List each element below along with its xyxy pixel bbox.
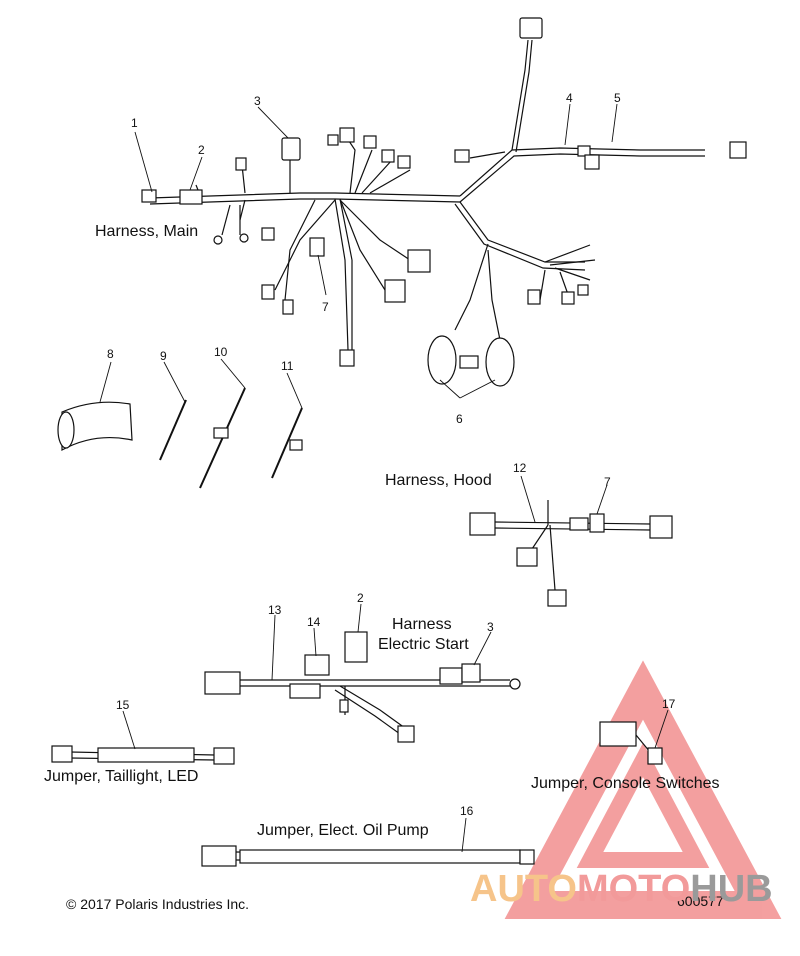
callout-2: 2 — [198, 143, 205, 157]
callout-16: 16 — [460, 804, 474, 818]
figure-number: 600577 — [677, 893, 724, 909]
callout-10: 10 — [214, 345, 228, 359]
item-8-sleeve — [57, 401, 133, 452]
watermark-auto: AUTO — [470, 868, 577, 910]
harness-electric-start — [204, 631, 521, 743]
label-jumper-console: Jumper, Console Switches — [531, 775, 720, 792]
callout-7: 7 — [322, 300, 329, 314]
callout-17: 17 — [662, 697, 676, 711]
callout-6: 6 — [456, 412, 463, 426]
callout-3b: 3 — [487, 620, 494, 634]
watermark-hub: HUB — [690, 868, 773, 910]
jumper-taillight — [51, 745, 235, 765]
callout-12: 12 — [513, 461, 527, 475]
callout-3: 3 — [254, 94, 261, 108]
callout-11: 11 — [281, 359, 294, 373]
label-harness-hood: Harness, Hood — [385, 472, 492, 489]
label-jumper-taillight: Jumper, Taillight, LED — [44, 768, 199, 785]
callout-4: 4 — [566, 91, 573, 105]
callout-1: 1 — [131, 116, 138, 130]
leader-lines — [99, 103, 669, 853]
copyright-text: © 2017 Polaris Industries Inc. — [66, 896, 250, 912]
callout-5: 5 — [614, 91, 621, 105]
callout-14: 14 — [307, 615, 321, 629]
item-9-tie — [159, 399, 187, 461]
jumper-oil-pump — [201, 845, 535, 867]
callout-7b: 7 — [604, 475, 611, 489]
watermark-moto: MOTO — [576, 868, 691, 910]
jumper-console — [599, 721, 663, 765]
harness-main-connectors — [141, 17, 747, 387]
label-jumper-oil-pump: Jumper, Elect. Oil Pump — [257, 822, 429, 839]
watermark-triangle — [504, 660, 782, 919]
callout-2b: 2 — [357, 591, 364, 605]
label-harness-electric-start-1: Harness — [392, 616, 452, 633]
callout-9: 9 — [160, 349, 167, 363]
label-harness-electric-start-2: Electric Start — [378, 636, 469, 653]
watermark-logo: AUTOMOTOHUB — [470, 868, 773, 911]
item-10-clip — [199, 387, 246, 489]
callout-13: 13 — [268, 603, 282, 617]
harness-hood — [469, 500, 673, 607]
callout-8: 8 — [107, 347, 114, 361]
harness-main — [149, 39, 705, 351]
label-harness-main: Harness, Main — [95, 223, 199, 240]
item-11-clip — [271, 407, 303, 479]
callout-15: 15 — [116, 698, 130, 712]
